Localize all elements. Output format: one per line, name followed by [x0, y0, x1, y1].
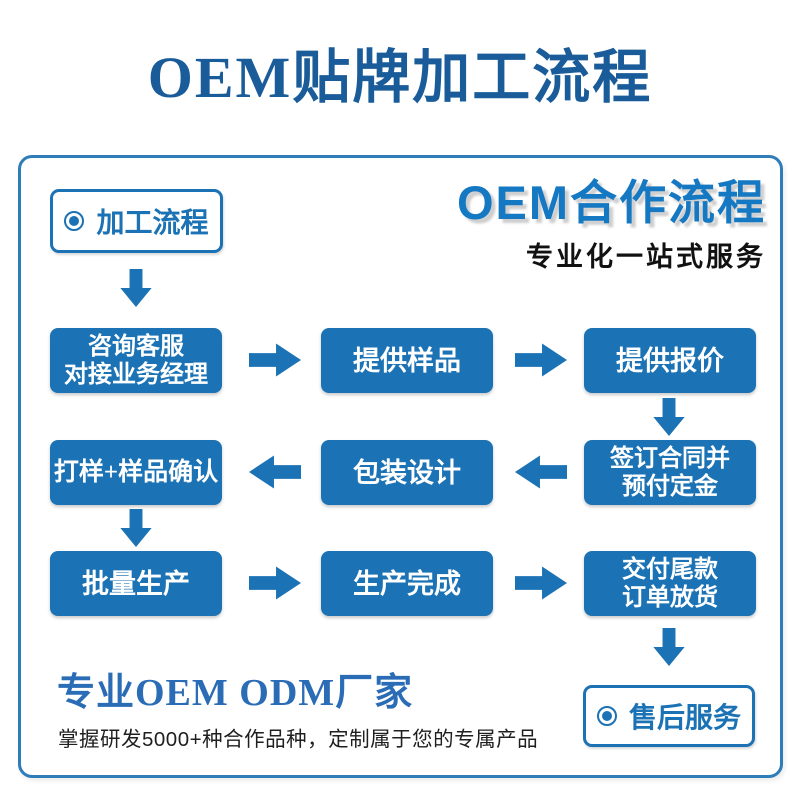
bullseye-icon — [596, 706, 617, 726]
arrow-left-icon — [515, 455, 567, 489]
flow-panel: 加工流程 OEM合作流程 专业化一站式服务 咨询客服 对接业务经理 提供样品 提… — [18, 155, 783, 778]
panel-subheading: 专业化一站式服务 — [526, 242, 766, 273]
arrow-down-icon — [120, 269, 152, 307]
process-flow-badge-label: 加工流程 — [96, 208, 209, 239]
step-contract-line1: 签订合同并 — [610, 445, 730, 472]
step-delivery-line1: 交付尾款 — [622, 556, 718, 583]
panel-heading: OEM合作流程 — [456, 176, 766, 229]
step-contract-line2: 预付定金 — [622, 473, 718, 500]
arrow-down-icon — [653, 398, 685, 436]
step-packaging-box: 包装设计 — [321, 440, 493, 505]
aftersales-badge-label: 售后服务 — [628, 703, 741, 734]
arrow-right-icon — [249, 343, 301, 377]
step-delivery-line2: 订单放货 — [622, 584, 718, 611]
step-production-box: 批量生产 — [50, 551, 222, 616]
step-quote-label: 提供报价 — [616, 345, 724, 376]
arrow-left-icon — [249, 455, 301, 489]
step-finished-label: 生产完成 — [353, 568, 461, 599]
step-proofing-box: 打样+样品确认 — [50, 440, 222, 505]
step-production-label: 批量生产 — [82, 568, 190, 599]
step-contract-box: 签订合同并 预付定金 — [584, 440, 756, 505]
bullseye-icon — [64, 211, 85, 231]
arrow-right-icon — [249, 566, 301, 600]
step-quote-box: 提供报价 — [584, 328, 756, 393]
step-finished-box: 生产完成 — [321, 551, 493, 616]
step-proofing-label: 打样+样品确认 — [53, 458, 219, 486]
step-packaging-label: 包装设计 — [353, 457, 461, 488]
step-consult-line1: 咨询客服 — [88, 333, 184, 360]
page-title: OEM贴牌加工流程 — [147, 45, 653, 110]
footer-subtitle: 掌握研发5000+种合作品种，定制属于您的专属产品 — [58, 728, 539, 751]
panel-heading-block: OEM合作流程 专业化一站式服务 — [457, 178, 766, 274]
arrow-right-icon — [515, 566, 567, 600]
process-flow-badge: 加工流程 — [50, 189, 223, 253]
arrow-down-icon — [120, 509, 152, 547]
step-delivery-box: 交付尾款 订单放货 — [584, 551, 756, 616]
arrow-right-icon — [515, 343, 567, 377]
step-consult-line2: 对接业务经理 — [64, 361, 208, 388]
aftersales-badge: 售后服务 — [583, 685, 755, 747]
arrow-down-icon — [653, 628, 685, 666]
step-sample-box: 提供样品 — [321, 328, 493, 393]
step-consult-box: 咨询客服 对接业务经理 — [50, 328, 222, 393]
step-sample-label: 提供样品 — [353, 345, 461, 376]
footer-title: 专业OEM ODM厂家 — [57, 672, 414, 714]
